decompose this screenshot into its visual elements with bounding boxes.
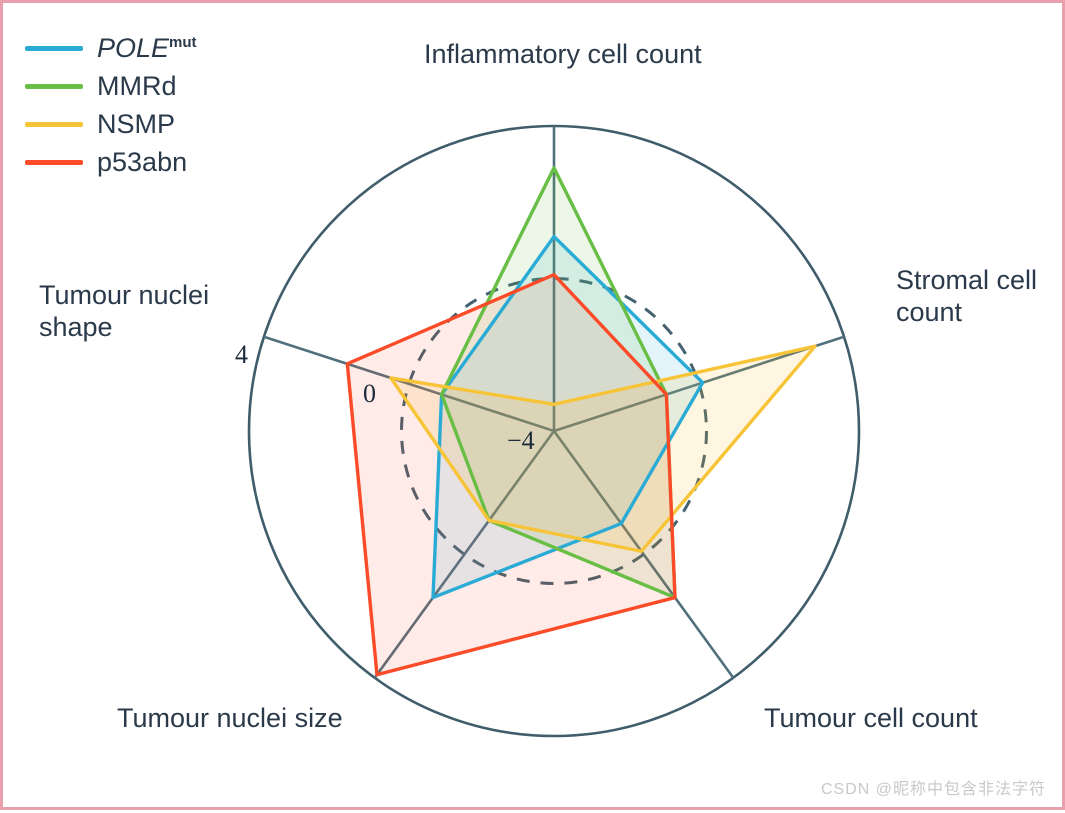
axis-label-tumour-nuclei-shape: Tumour nuclei shape — [39, 280, 210, 342]
radar-chart-plot — [247, 124, 861, 738]
watermark: CSDN @昵称中包含非法字符 — [820, 781, 1046, 798]
legend-label-pole-text: POLE — [97, 32, 170, 63]
legend: POLEmut MMRd NSMP p53abn — [25, 29, 245, 181]
radial-tick-label-4: 4 — [235, 340, 248, 369]
radial-tick-label-minus-4: −4 — [507, 426, 535, 455]
legend-swatch-p53abn — [25, 159, 83, 165]
legend-label-nsmp: NSMP — [97, 108, 176, 139]
legend-item-mmrd[interactable]: MMRd — [25, 67, 245, 105]
axis-label-inflammatory-cell-count: Inflammatory cell count — [424, 39, 702, 69]
legend-label-mmrd: MMRd — [97, 70, 177, 101]
legend-swatch-nsmp — [25, 121, 83, 127]
legend-swatch-pole — [25, 45, 83, 51]
axis-label-tumour-nuclei-size: Tumour nuclei size — [117, 703, 343, 733]
legend-item-nsmp[interactable]: NSMP — [25, 105, 245, 143]
axis-label-tumour-cell-count: Tumour cell count — [764, 703, 978, 733]
axis-label-stromal-cell-count: Stromal cell count — [896, 265, 1038, 327]
legend-label-pole-sup: mut — [169, 33, 197, 51]
legend-item-pole[interactable]: POLEmut — [25, 29, 245, 67]
radial-tick-label-0: 0 — [363, 379, 376, 408]
legend-swatch-mmrd — [25, 83, 83, 89]
legend-label-p53abn: p53abn — [97, 146, 188, 177]
legend-item-p53abn[interactable]: p53abn — [25, 143, 245, 181]
legend-label-pole: POLEmut — [97, 32, 197, 63]
